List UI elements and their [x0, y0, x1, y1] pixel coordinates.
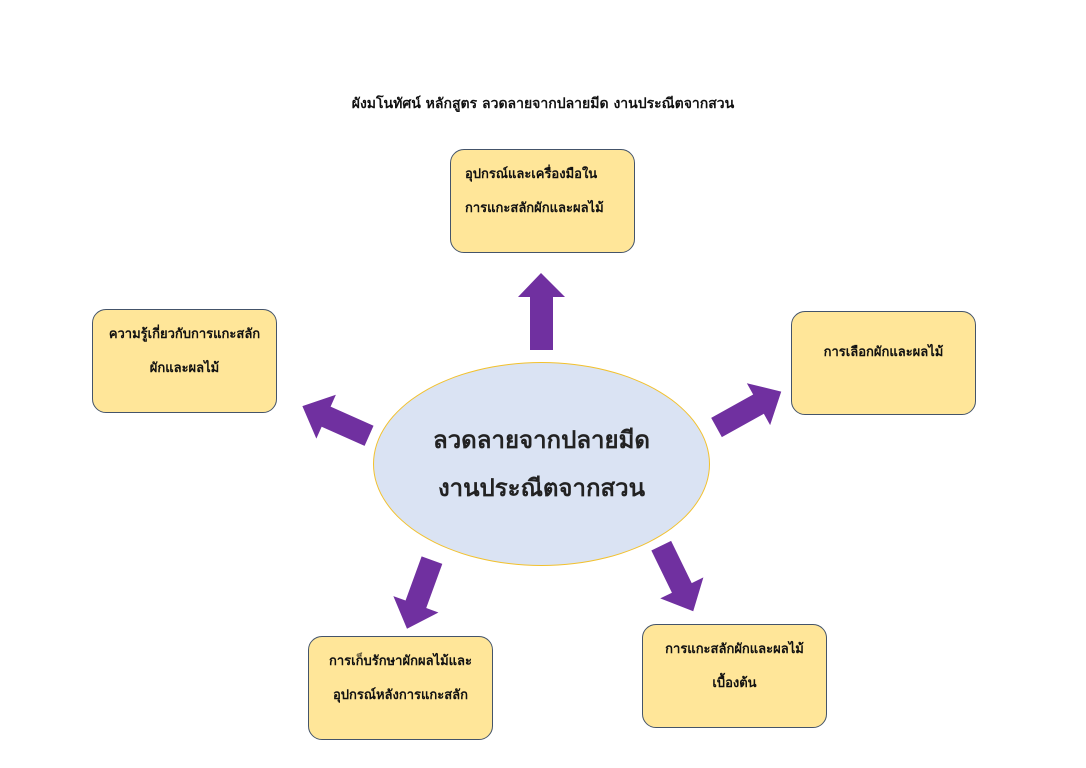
node-selecting-produce: การเลือกผักและผลไม้ [791, 311, 976, 415]
node-basic-carving-text: การแกะสลักผักและผลไม้ เบื้องต้น [665, 642, 804, 691]
node-storage-text: การเก็บรักษาผักผลไม้และ อุปกรณ์หลังการแก… [329, 654, 472, 703]
arrow-down-right [651, 540, 704, 612]
central-topic: ลวดลายจากปลายมีด งานประณีตจากสวน [373, 362, 710, 566]
node-carving-knowledge-text: ความรู้เกี่ยวกับการแกะสลัก ผักและผลไม้ [108, 327, 261, 376]
arrow-up-right [711, 383, 782, 438]
diagram-title: ผังมโนทัศน์ หลักสูตร ลวดลายจากปลายมีด งา… [351, 96, 735, 112]
arrow-up-left [302, 394, 374, 446]
node-tools-equipment-text: อุปกรณ์และเครื่องมือใน การแกะสลักผักและผ… [465, 167, 604, 216]
node-carving-knowledge: ความรู้เกี่ยวกับการแกะสลัก ผักและผลไม้ [92, 309, 277, 413]
node-tools-equipment: อุปกรณ์และเครื่องมือใน การแกะสลักผักและผ… [450, 149, 635, 253]
arrow-up [518, 273, 565, 350]
node-storage: การเก็บรักษาผักผลไม้และ อุปกรณ์หลังการแก… [308, 636, 493, 740]
arrow-down-left [393, 556, 443, 629]
central-topic-text: ลวดลายจากปลายมีด งานประณีตจากสวน [433, 426, 650, 502]
node-selecting-produce-text: การเลือกผักและผลไม้ [823, 345, 944, 360]
node-basic-carving: การแกะสลักผักและผลไม้ เบื้องต้น [642, 624, 827, 728]
